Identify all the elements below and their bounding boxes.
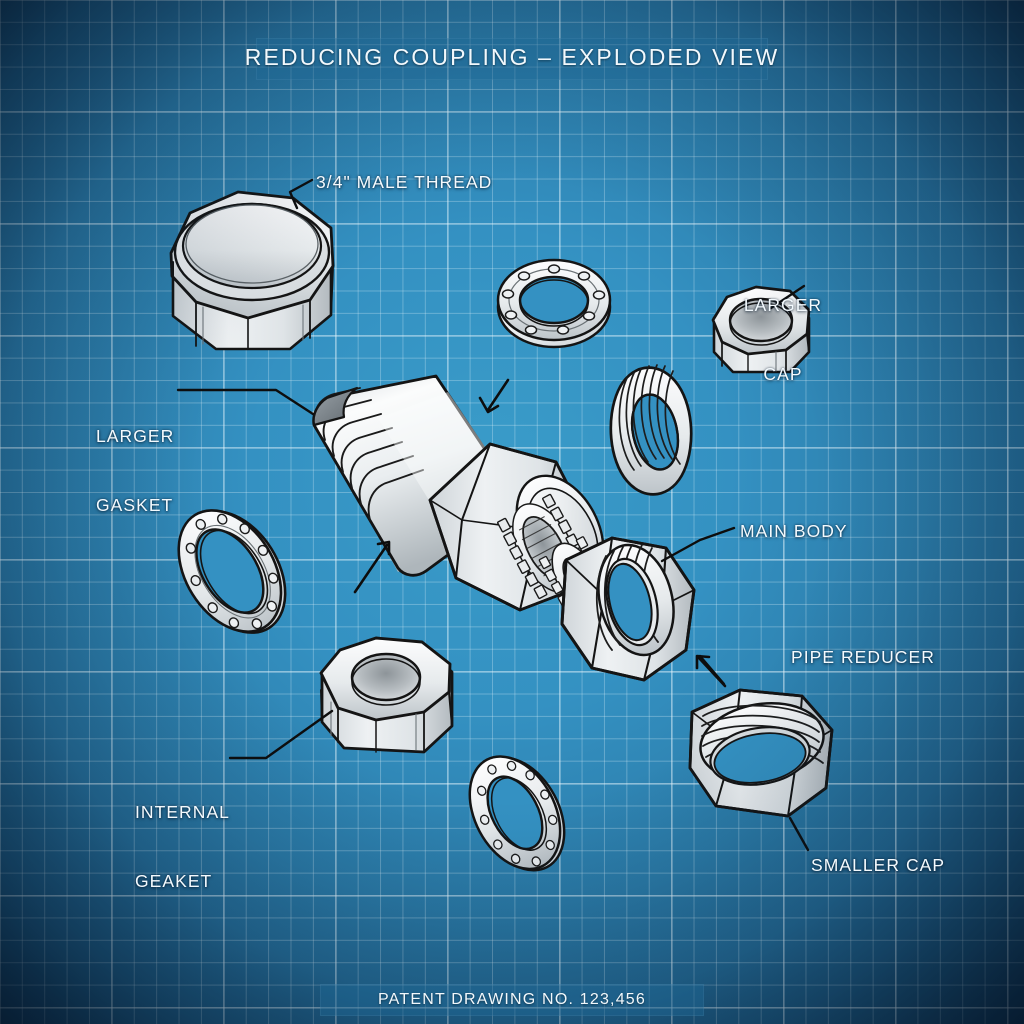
arrow-up-right-1 xyxy=(353,540,391,594)
part-large-hex-cap[interactable] xyxy=(169,190,335,351)
page-title: REDUCING COUPLING – EXPLODED VIEW xyxy=(244,44,780,70)
leader-internal-gasket xyxy=(228,709,334,760)
part-upper-gasket-ring[interactable] xyxy=(496,258,612,349)
arrow-up-left-2 xyxy=(695,654,727,688)
label-internal-gasket-line1: INTERNAL xyxy=(135,802,230,822)
part-larger-gasket-ring[interactable] xyxy=(158,490,307,653)
label-male-thread: 3/4" MALE THREAD xyxy=(316,172,493,192)
label-larger-cap-line1: LARGER xyxy=(743,295,823,315)
part-pipe-reducer-nut[interactable] xyxy=(560,536,696,682)
label-larger-cap: LARGER CAP xyxy=(723,248,843,432)
footer-plate xyxy=(320,984,704,1016)
title-plate xyxy=(256,38,768,80)
label-pipe-reducer: PIPE REDUCER xyxy=(791,647,935,667)
label-main-body: MAIN BODY xyxy=(740,521,848,541)
label-smaller-cap: SMALLER CAP xyxy=(811,855,946,875)
leader-larger-gasket xyxy=(176,388,315,416)
part-lower-gasket-ring[interactable] xyxy=(451,740,582,888)
leader-smaller-cap xyxy=(788,816,810,852)
footer-drawing-number: PATENT DRAWING NO. 123,456 xyxy=(377,991,646,1008)
arrow-down-left-1 xyxy=(478,378,510,414)
part-smaller-cap-nut[interactable] xyxy=(688,688,834,818)
label-larger-gasket: LARGER GASKET xyxy=(96,379,174,563)
label-larger-gasket-line2: GASKET xyxy=(96,495,174,515)
part-threaded-collar[interactable] xyxy=(609,364,693,496)
label-internal-gasket-line2: GEAKET xyxy=(135,871,213,891)
label-larger-cap-line2: CAP xyxy=(763,364,803,384)
label-larger-gasket-line1: LARGER xyxy=(96,426,175,446)
part-internal-gasket-bushing[interactable] xyxy=(319,636,454,754)
label-internal-gasket: INTERNAL GEAKET xyxy=(135,755,230,939)
leader-main-body xyxy=(660,526,736,563)
